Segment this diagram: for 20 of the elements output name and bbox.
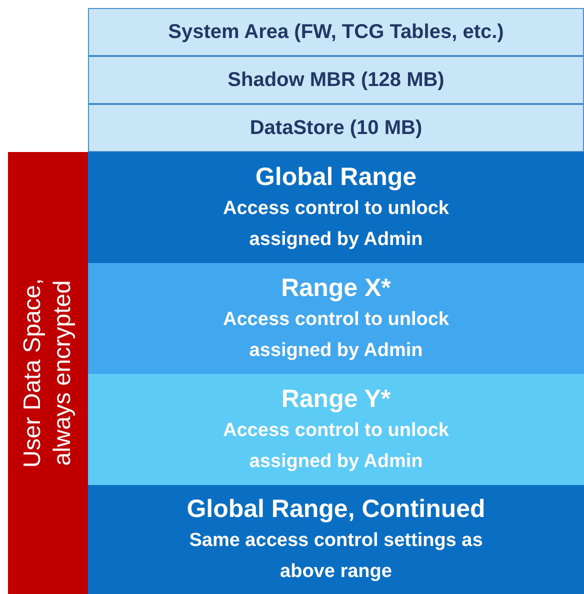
layer-bar	[88, 485, 584, 594]
layer-title: Global Range	[255, 162, 417, 192]
layer-bar	[88, 263, 584, 374]
layer-title: System Area (FW, TCG Tables, etc.)	[168, 20, 504, 45]
layer-bar	[88, 152, 584, 263]
band-label: User Data Space, always encrypted	[18, 277, 77, 470]
layer-title: Range X*	[281, 272, 391, 304]
layer-bar	[88, 8, 584, 56]
layer-description: Access control to unlock assigned by Admin	[222, 418, 450, 474]
layer-title: Global Range, Continued	[186, 494, 486, 524]
layer-bar	[88, 104, 584, 152]
layer-title: DataStore (10 MB)	[250, 116, 422, 141]
layer-bar	[88, 56, 584, 104]
layer-title: Shadow MBR (128 MB)	[228, 68, 444, 93]
layer-description: Access control to unlock assigned by Admin	[222, 196, 450, 252]
layer-description: Access control to unlock assigned by Admin	[222, 308, 450, 362]
side-band	[8, 152, 88, 594]
layer-description: Same access control settings as above range	[188, 528, 484, 584]
layer-bar	[88, 374, 584, 485]
layer-title: Range Y*	[281, 384, 391, 414]
